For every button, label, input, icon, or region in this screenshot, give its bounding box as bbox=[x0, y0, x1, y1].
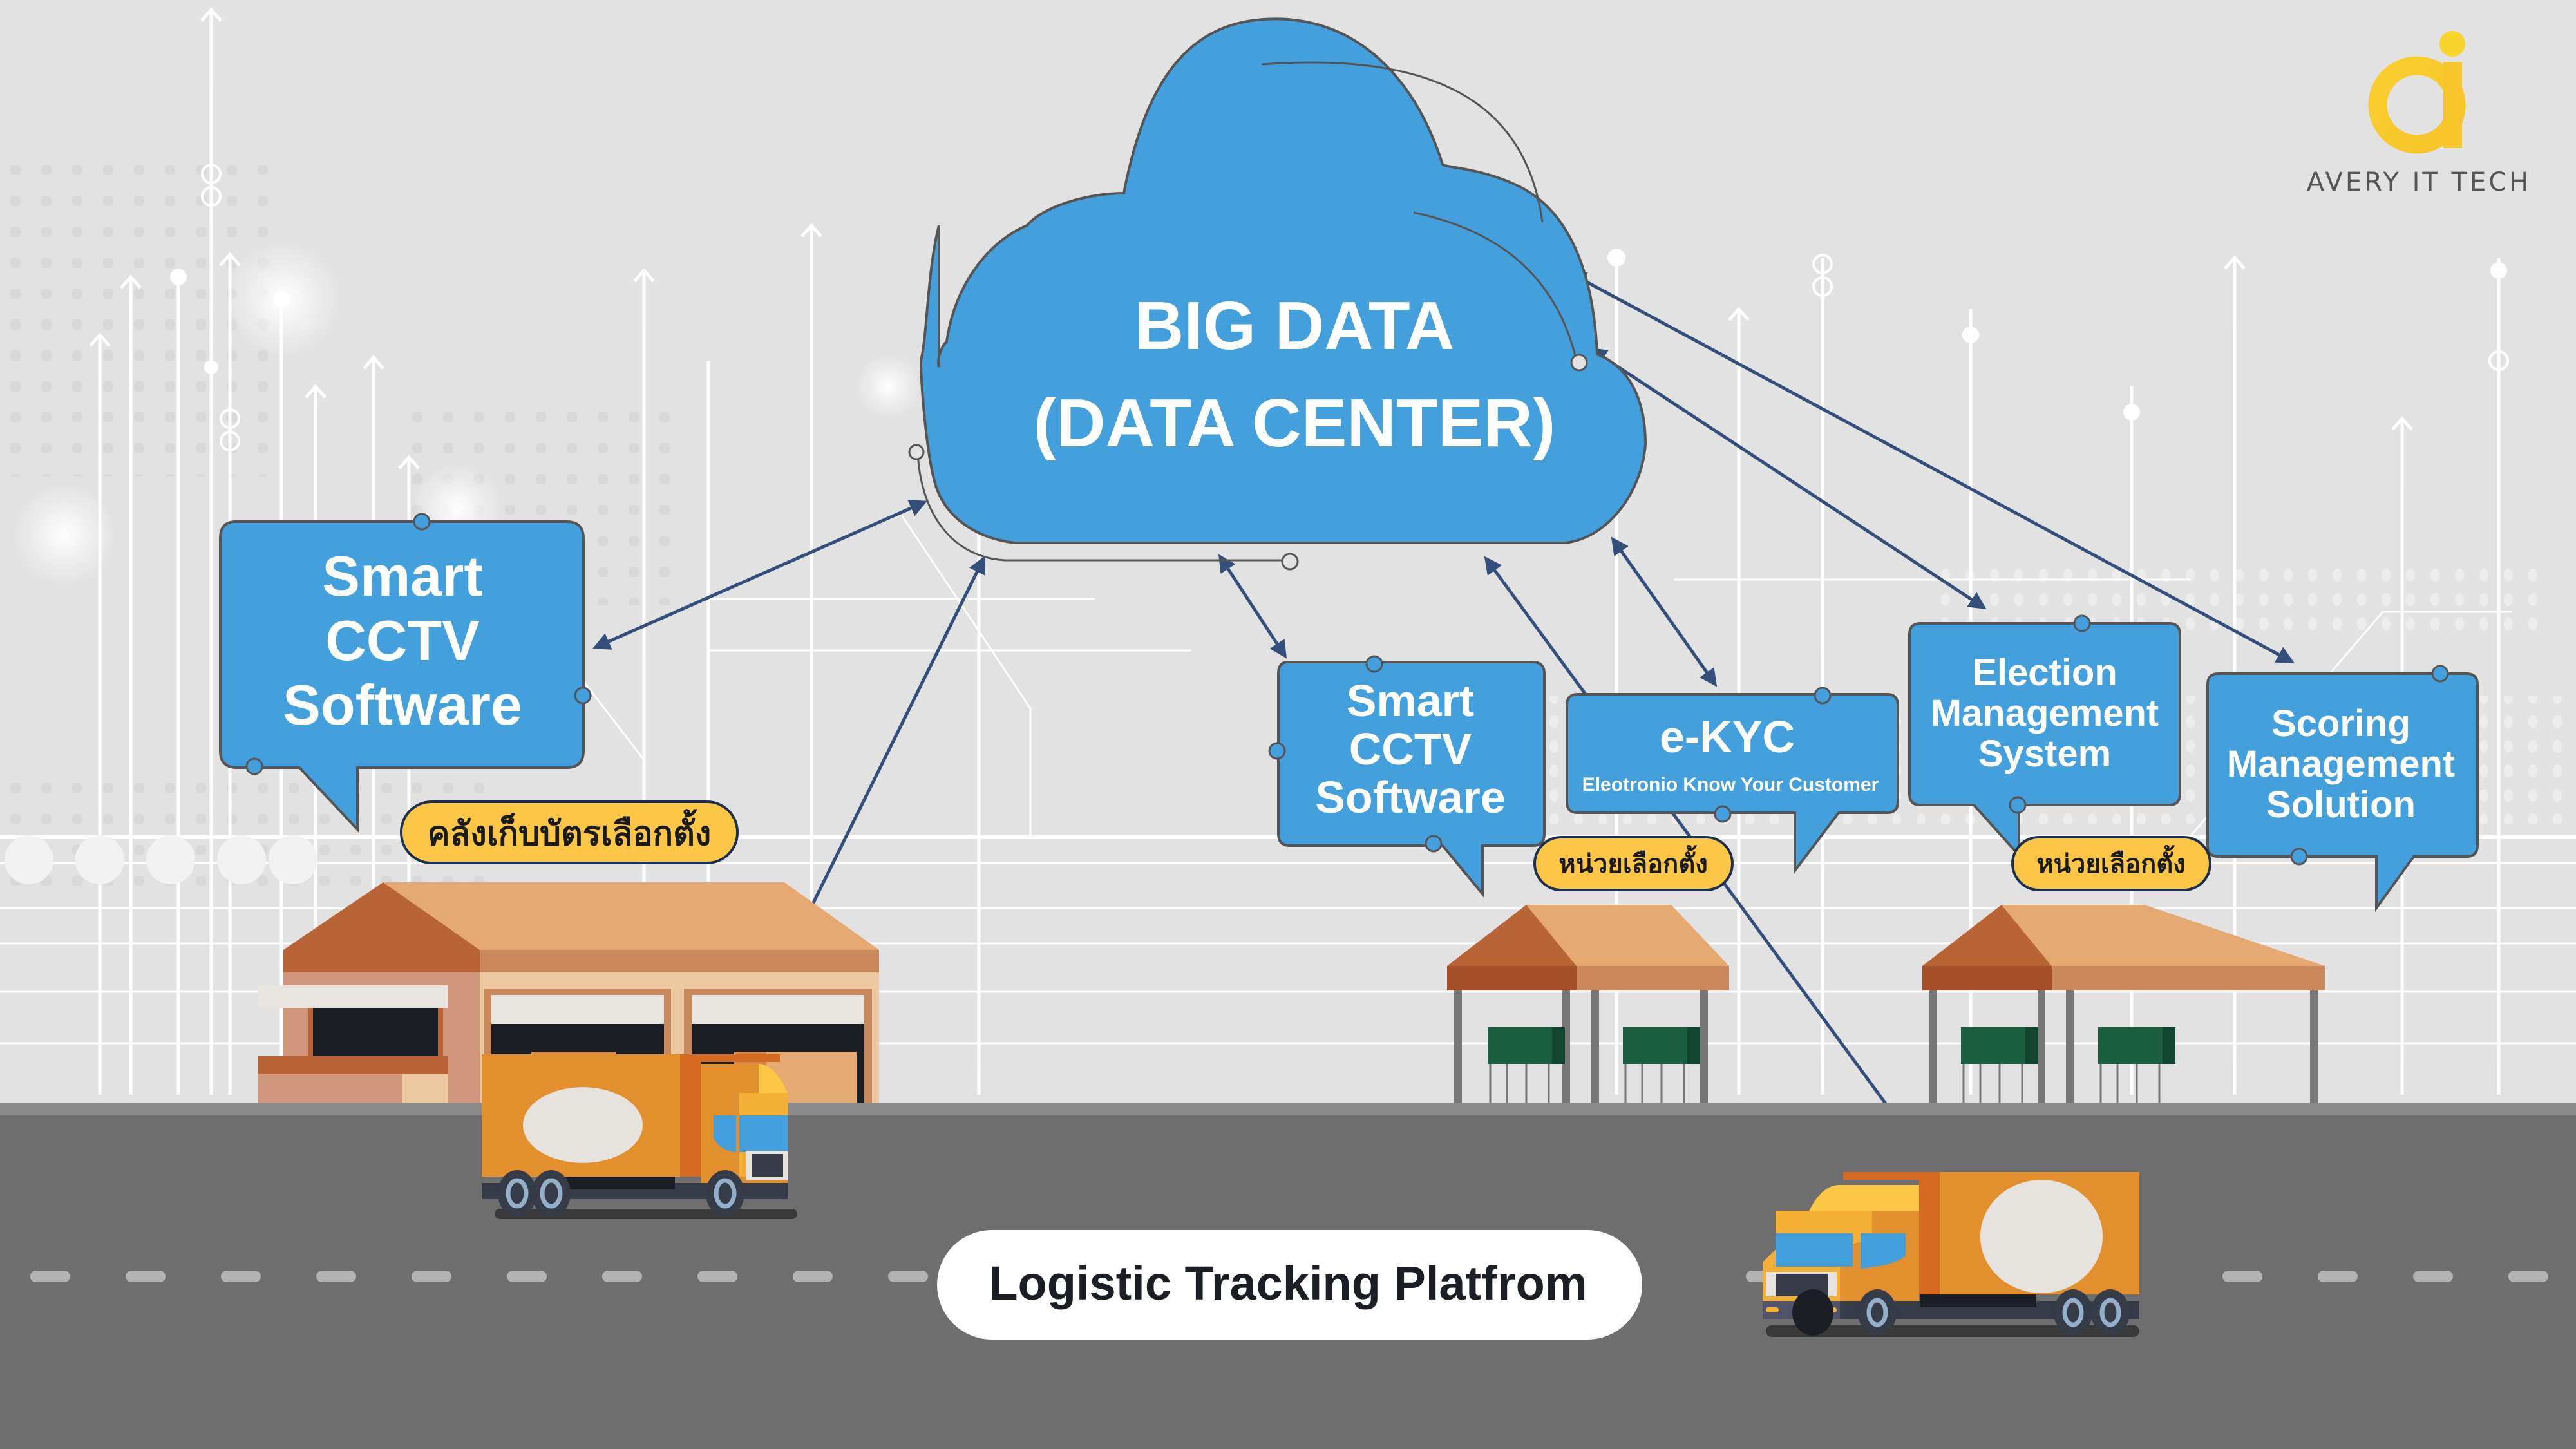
polling-station-1 bbox=[1447, 905, 1729, 1106]
bubble-smart-cctv-warehouse[interactable]: Smart CCTV Software bbox=[219, 513, 592, 833]
bubble-ekyc[interactable]: e-KYC Eleotronio Know Your Customer bbox=[1566, 687, 1899, 875]
lane-mark bbox=[412, 1271, 451, 1282]
brand-name: AVERY IT TECH bbox=[2307, 167, 2531, 197]
bubble-smart-cctv-polling[interactable]: Smart CCTV Software bbox=[1268, 655, 1546, 898]
polling-station-2 bbox=[1922, 905, 2325, 1106]
arrow-cloud-to-cctv-polling bbox=[1218, 554, 1287, 659]
label-warehouse-text: คลังเก็บบัตรเลือกตั้ง bbox=[428, 809, 712, 853]
lane-mark bbox=[602, 1271, 642, 1282]
bubble-line-3: Solution bbox=[2266, 784, 2416, 826]
lane-mark bbox=[2318, 1271, 2358, 1282]
lane-mark bbox=[2222, 1271, 2262, 1282]
bubble-line-2: Management bbox=[2227, 743, 2456, 785]
arrow-cloud-to-ekyc bbox=[1611, 536, 1718, 687]
logistic-tracking-platform-label[interactable]: Logistic Tracking Platfrom bbox=[937, 1230, 1642, 1340]
cloud-title-line1: BIG DATA bbox=[1135, 288, 1455, 364]
bubble-line-2: Management bbox=[1931, 692, 2159, 734]
ballot-booth bbox=[1961, 1027, 2175, 1064]
lane-mark bbox=[507, 1271, 547, 1282]
lane-mark bbox=[2508, 1271, 2548, 1282]
label-warehouse[interactable]: คลังเก็บบัตรเลือกตั้ง bbox=[400, 800, 739, 864]
bubble-line-2: CCTV bbox=[325, 609, 480, 672]
lane-mark bbox=[30, 1271, 70, 1282]
lane-mark bbox=[221, 1271, 261, 1282]
delivery-truck-left bbox=[482, 1054, 797, 1219]
arrow-cloud-to-election-mgmt bbox=[1589, 347, 1987, 610]
cloud-title-line2: (DATA CENTER) bbox=[1034, 385, 1556, 461]
bubble-line-1: Smart bbox=[1347, 676, 1474, 726]
cloud-icon bbox=[919, 17, 1647, 544]
ballot-booth bbox=[1488, 1027, 1700, 1064]
label-polling-unit-2[interactable]: หน่วยเลือกตั้ง bbox=[2011, 836, 2211, 891]
bubble-line-1: Scoring bbox=[2271, 703, 2410, 744]
lane-mark bbox=[888, 1271, 928, 1282]
bubble-line-3: System bbox=[1978, 733, 2111, 775]
bubble-scoring-management[interactable]: Scoring Management Solution bbox=[2206, 665, 2479, 913]
lane-mark bbox=[793, 1271, 833, 1282]
bubble-line-3: Software bbox=[283, 673, 522, 737]
ekyc-subtitle: Eleotronio Know Your Customer bbox=[1582, 774, 1879, 795]
label-polling-unit-2-text: หน่วยเลือกตั้ง bbox=[2036, 845, 2186, 879]
arrow-cloud-to-scoring bbox=[1568, 272, 2295, 663]
bubble-election-management[interactable]: Election Management System bbox=[1908, 614, 2181, 859]
label-polling-unit-1-text: หน่วยเลือกตั้ง bbox=[1558, 845, 1708, 879]
bubble-line-3: Software bbox=[1315, 772, 1506, 822]
brand-logo: AVERY IT TECH bbox=[2307, 31, 2531, 197]
bubble-line-1: Smart bbox=[322, 544, 482, 608]
platform-label-text: Logistic Tracking Platfrom bbox=[989, 1256, 1587, 1310]
ai-logo-icon bbox=[2368, 31, 2466, 154]
lane-mark bbox=[126, 1271, 166, 1282]
bubble-line-2: CCTV bbox=[1349, 724, 1472, 774]
lane-mark bbox=[697, 1271, 737, 1282]
ekyc-title: e-KYC bbox=[1660, 712, 1795, 762]
lane-mark bbox=[2413, 1271, 2453, 1282]
delivery-truck-right bbox=[1763, 1172, 2139, 1337]
lane-mark bbox=[316, 1271, 356, 1282]
big-data-cloud[interactable]: BIG DATA (DATA CENTER) bbox=[908, 0, 1647, 571]
bubble-line-1: Election bbox=[1972, 652, 2117, 694]
label-polling-unit-1[interactable]: หน่วยเลือกตั้ง bbox=[1533, 836, 1734, 891]
